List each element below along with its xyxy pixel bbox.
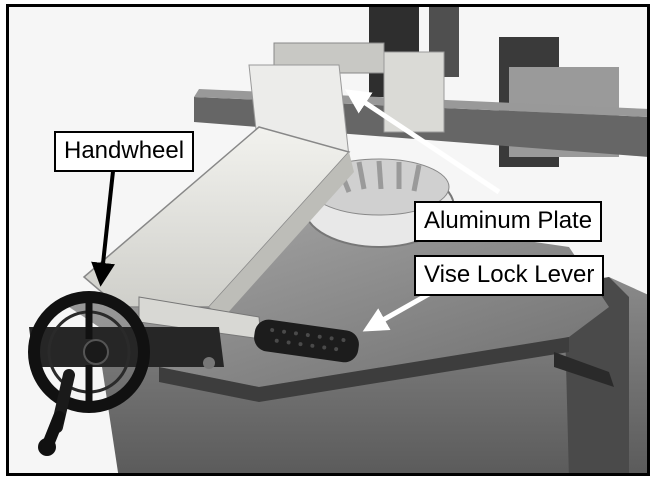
handwheel-assembly [28,291,150,456]
vise-jaw-fixed [383,51,445,133]
aluminum-plate-label: Aluminum Plate [414,201,603,242]
handwheel-arrow [91,161,116,287]
figure-frame: Handwheel Aluminum Plate Vise Lock Lever [6,4,650,476]
vise-lock-lever-label: Vise Lock Lever [414,255,605,296]
vise-lock-lever-grip [254,319,359,363]
side-lever [554,352,614,387]
handwheel-label: Handwheel [54,131,195,172]
aluminum-plate-arrow [344,89,501,195]
vise-rail [29,327,224,367]
